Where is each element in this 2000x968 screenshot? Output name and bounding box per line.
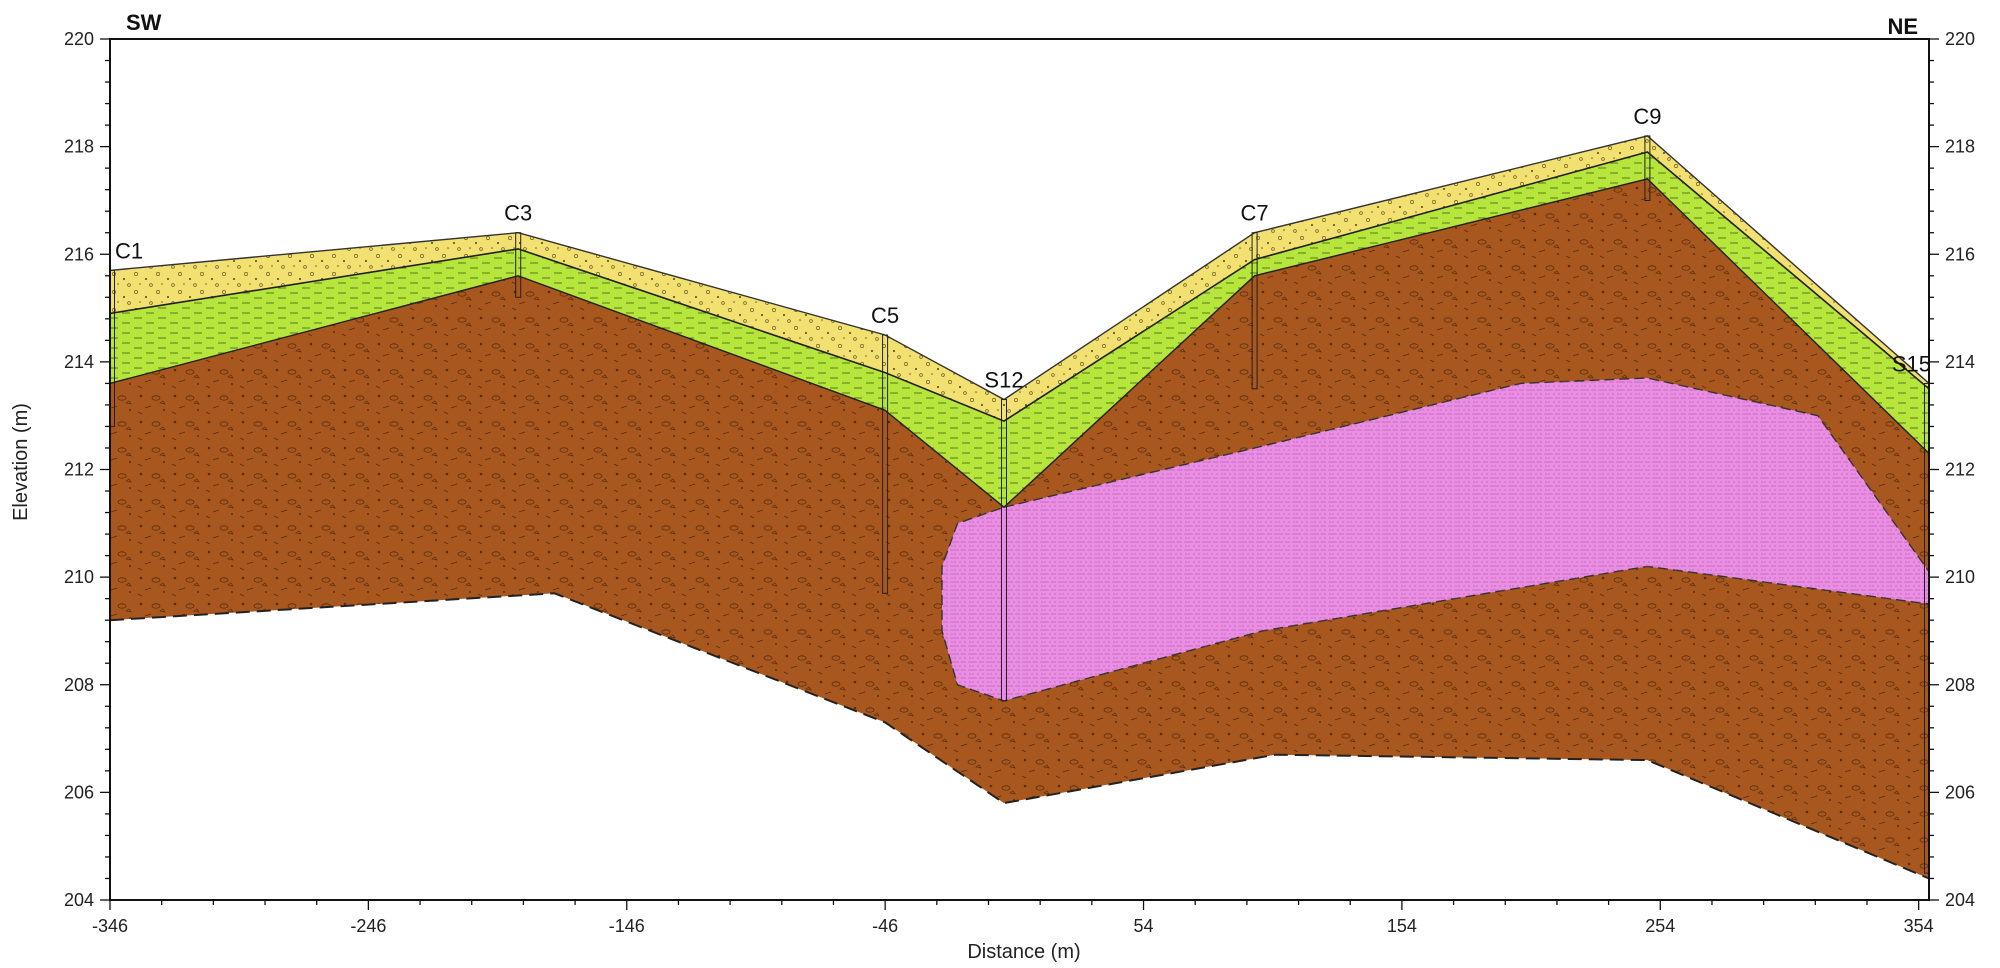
borehole-label-c1: C1	[115, 238, 143, 263]
y-tick-label-right: 204	[1945, 890, 1975, 910]
y-tick-label-left: 204	[64, 890, 94, 910]
y-tick-label-left: 212	[64, 460, 94, 480]
y-tick-label-left: 216	[64, 244, 94, 264]
borehole-c9	[1644, 135, 1651, 201]
borehole-c7	[1251, 232, 1258, 390]
till-base-dashed-line	[109, 592, 1930, 880]
borehole-c5	[882, 334, 889, 594]
x-tick-label: -246	[350, 916, 386, 936]
y-tick-label-right: 210	[1945, 567, 1975, 587]
y-tick-label-left: 210	[64, 567, 94, 587]
x-tick-label: 154	[1387, 916, 1417, 936]
y-tick-label-right: 212	[1945, 460, 1975, 480]
borehole-label-s12: S12	[984, 368, 1023, 393]
y-tick-label-left: 220	[64, 29, 94, 49]
x-tick-label: 354	[1904, 916, 1934, 936]
borehole-label-s15: S15	[1892, 351, 1931, 376]
y-tick-label-right: 208	[1945, 675, 1975, 695]
x-tick-label: -146	[609, 916, 645, 936]
x-tick-label: 54	[1134, 916, 1154, 936]
y-tick-label-right: 206	[1945, 782, 1975, 802]
borehole-c3	[515, 232, 522, 298]
x-tick-label: -46	[872, 916, 898, 936]
x-axis-ticks: -346 -246 -146 -46 54 154 254 354	[92, 900, 1934, 936]
y-tick-label-left: 218	[64, 137, 94, 157]
y-tick-label-right: 218	[1945, 137, 1975, 157]
borehole-s12	[1001, 399, 1007, 702]
direction-left-label: SW	[126, 10, 162, 35]
x-tick-label: 254	[1645, 916, 1675, 936]
y-axis-left-ticks: 220 218 216 214 212 210 208 206 204	[64, 29, 110, 910]
borehole-label-c3: C3	[504, 201, 532, 226]
y-axis-right-ticks: 220 218 216 214 212 210 208 206 204	[1929, 29, 1975, 910]
borehole-label-c7: C7	[1241, 201, 1269, 226]
y-tick-label-left: 208	[64, 675, 94, 695]
x-tick-label: -346	[92, 916, 128, 936]
borehole-label-c9: C9	[1633, 104, 1661, 129]
y-tick-label-left: 206	[64, 782, 94, 802]
geologic-layers	[109, 135, 1930, 880]
silt-base-line	[109, 178, 1930, 509]
y-tick-label-right: 216	[1945, 244, 1975, 264]
direction-right-label: NE	[1887, 14, 1918, 39]
pink-lens-pattern	[942, 378, 1929, 701]
y-tick-label-right: 214	[1945, 352, 1975, 372]
y-tick-label-left: 214	[64, 352, 94, 372]
y-tick-label-right: 220	[1945, 29, 1975, 49]
green-silt-pattern	[110, 152, 1929, 508]
y-axis-title: Elevation (m)	[10, 403, 32, 521]
sand-base-line	[109, 151, 1930, 422]
x-axis-title: Distance (m)	[967, 941, 1080, 963]
borehole-label-c5: C5	[871, 303, 899, 328]
